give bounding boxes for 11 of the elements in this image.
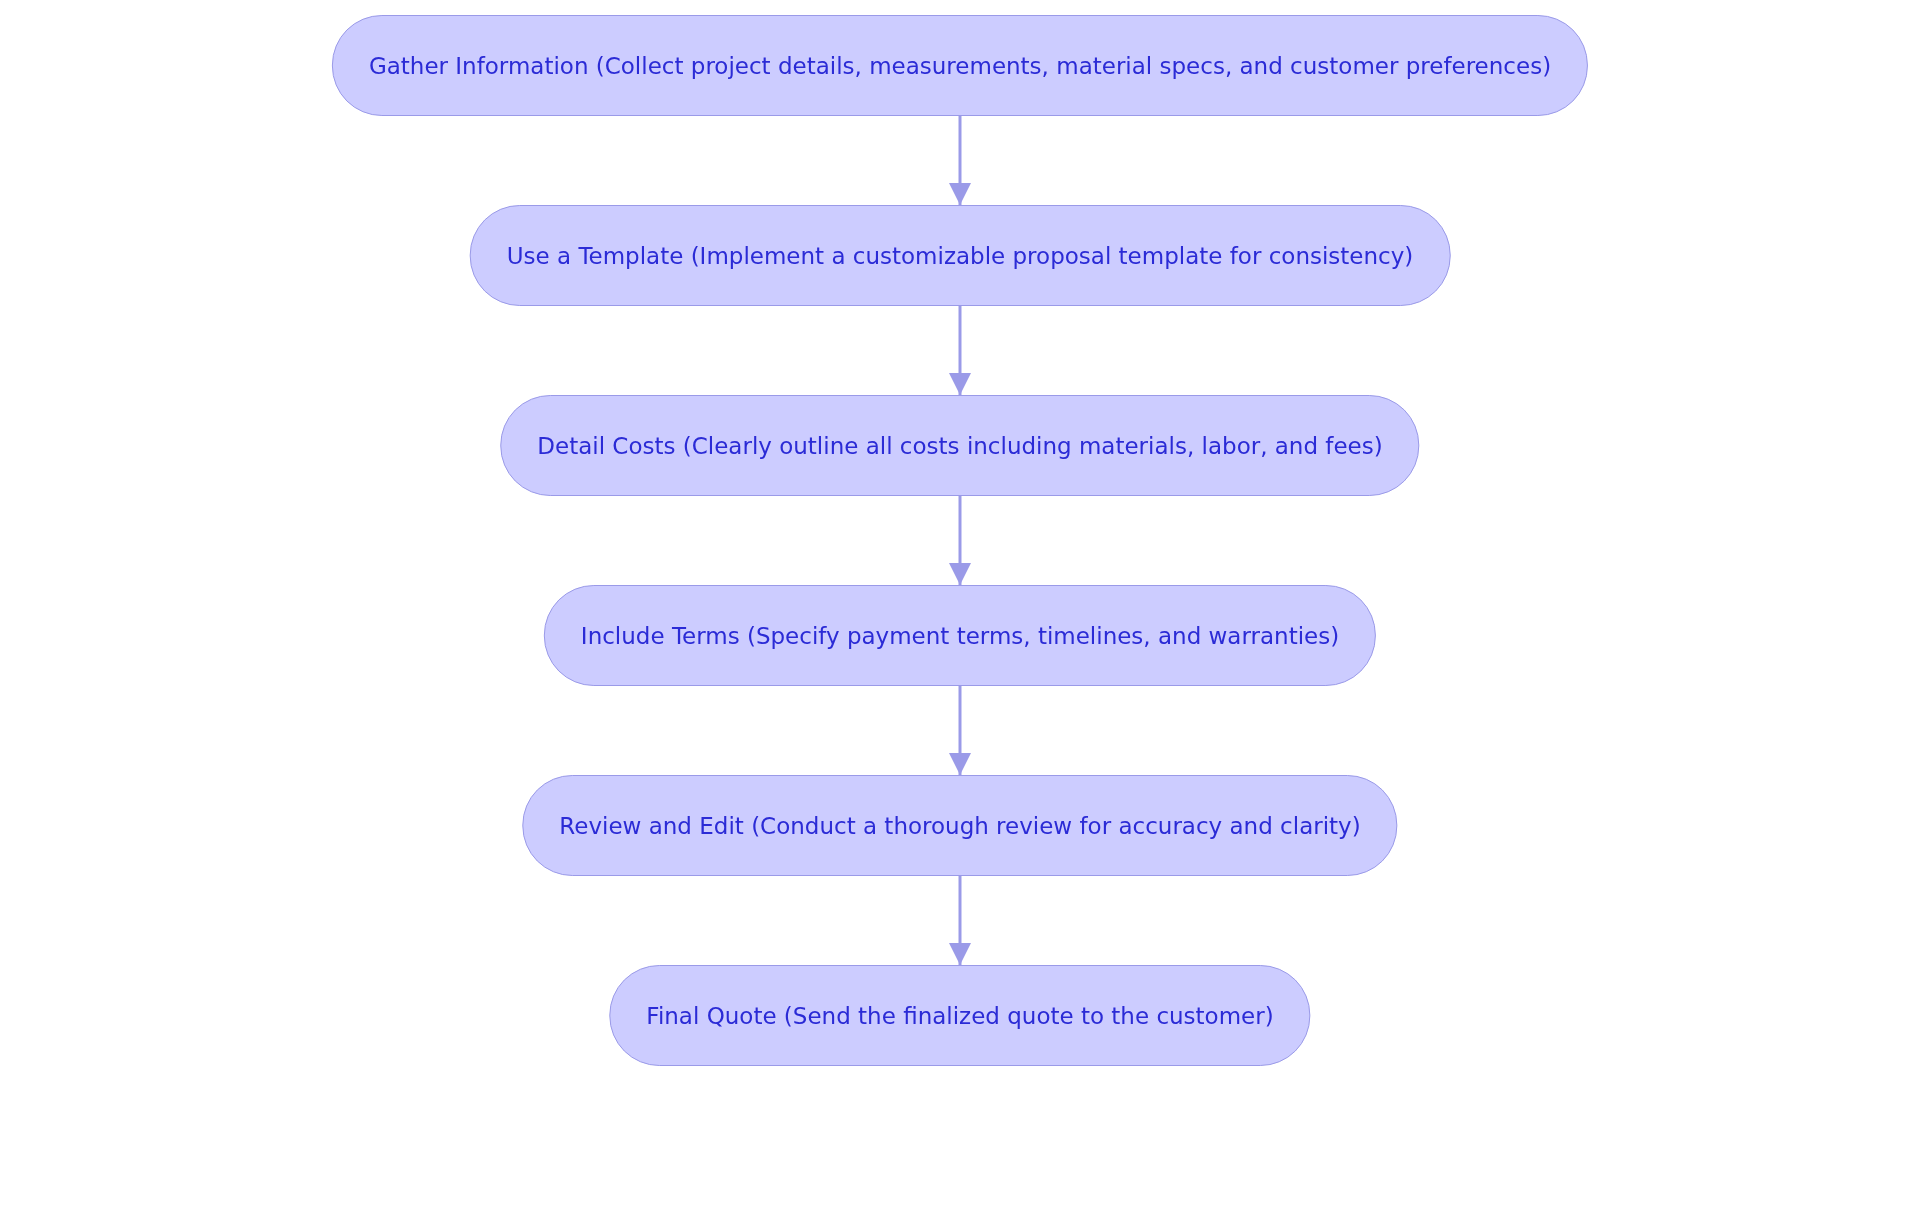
arrow — [949, 876, 971, 965]
process-box: Gather Information (Collect project details, measurements, material specs, and customer preferences) — [331, 15, 1589, 116]
arrow — [949, 306, 971, 395]
process-box: Include Terms (Specify payment terms, timelines, and warranties) — [543, 585, 1377, 686]
process-box: Detail Costs (Clearly outline all costs including materials, labor, and fees) — [500, 395, 1420, 496]
process-box: Use a Template (Implement a customizable proposal template for consistency) — [469, 205, 1451, 306]
arrow — [949, 686, 971, 775]
arrow — [949, 496, 971, 585]
process-box: Final Quote (Send the finalized quote to the customer) — [609, 965, 1311, 1066]
process-box: Review and Edit (Conduct a thorough review for accuracy and clarity) — [522, 775, 1398, 876]
arrow — [949, 116, 971, 205]
